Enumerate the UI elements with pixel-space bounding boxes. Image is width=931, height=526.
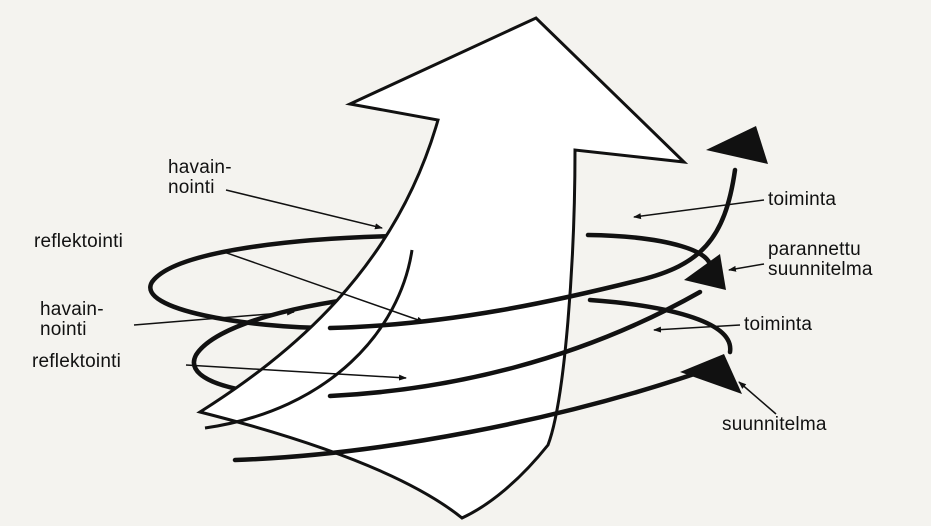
label-havainnointi-1-line2: nointi: [168, 178, 232, 198]
spiral-arrowhead-top: [706, 126, 768, 164]
label-reflektointi-1: reflektointi: [34, 232, 123, 252]
spiral-arrowhead-bottom: [680, 354, 742, 394]
label-toiminta-2-text: toiminta: [744, 315, 812, 335]
label-reflektointi-2: reflektointi: [32, 352, 121, 372]
label-parannettu-line1: parannettu: [768, 240, 873, 260]
leader-toiminta-2: [654, 325, 740, 330]
label-havainnointi-2: havain- nointi: [40, 300, 104, 340]
leader-parannettu: [729, 264, 764, 270]
label-suunnitelma: suunnitelma: [722, 415, 827, 435]
label-suunnitelma-text: suunnitelma: [722, 415, 827, 435]
label-havainnointi-1: havain- nointi: [168, 158, 232, 198]
leader-toiminta-1: [634, 200, 764, 217]
label-parannettu-line2: suunnitelma: [768, 260, 873, 280]
label-reflektointi-2-text: reflektointi: [32, 352, 121, 372]
leader-suunnitelma: [739, 382, 776, 414]
label-reflektointi-1-text: reflektointi: [34, 232, 123, 252]
label-parannettu-suunnitelma: parannettu suunnitelma: [768, 240, 873, 280]
large-upward-arrow: [200, 18, 684, 518]
label-havainnointi-2-line1: havain-: [40, 300, 104, 320]
label-toiminta-2: toiminta: [744, 315, 812, 335]
label-havainnointi-1-line1: havain-: [168, 158, 232, 178]
leader-havainnointi-1: [226, 190, 382, 228]
spiral-back-lower-right: [590, 300, 730, 352]
label-toiminta-1: toiminta: [768, 190, 836, 210]
label-havainnointi-2-line2: nointi: [40, 320, 104, 340]
label-toiminta-1-text: toiminta: [768, 190, 836, 210]
